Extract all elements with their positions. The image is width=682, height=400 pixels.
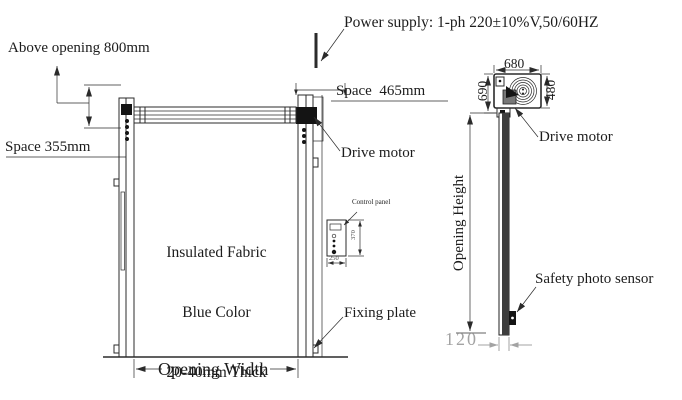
drive-motor-front-shape [296,107,317,124]
space-465-label: Space 465mm [336,83,426,99]
dim-120 [478,337,532,351]
control-panel-height-dim: 370 [350,230,357,240]
drive-motor-front-leader [313,116,341,152]
fixing-plate-label: Fixing plate [344,305,417,321]
power-cable [314,28,345,68]
power-supply-label: Power supply: 1-ph 220±10%V,50/60HZ [344,14,599,31]
drive-motor-side-label: Drive motor [539,129,613,145]
front-view [6,28,448,378]
head-box [493,73,542,118]
opening-height-dimension [456,112,497,334]
dim-480 [541,73,550,109]
head-box-right-dim: 480 [543,79,558,101]
right-guide-track [296,94,324,358]
above-opening-dimension [54,66,121,129]
control-panel-label: Control panel [352,198,391,206]
control-panel-display [329,223,342,231]
head-box-width-dim: 680 [504,56,525,71]
curtain-note-line1: Insulated Fabric [166,244,267,261]
drive-motor-front-label: Drive motor [341,145,415,161]
space-465-dimension [294,83,448,102]
opening-width-label: Opening Width [158,359,269,379]
side-view [456,65,550,351]
roller-tube [133,106,297,124]
space-355-label: Space 355mm [5,139,91,155]
curtain-note: Insulated Fabric Blue Color 20-40mm Thic… [146,203,287,400]
control-panel-width-dim: 250 [329,255,339,262]
safety-photo-sensor-label: Safety photo sensor [535,271,654,287]
left-guide-track [113,97,135,358]
opening-height-label: Opening Height [451,174,467,272]
fixing-plate-leader [313,316,344,349]
drive-motor-side-leader [514,107,539,138]
opening-width-dimension [133,359,299,378]
track-offset-dim: 120 [445,329,478,349]
side-guide-track [498,112,510,336]
control-panel-drawing [326,211,364,267]
above-opening-label: Above opening 800mm [8,40,150,56]
dim-680 [493,65,542,73]
photo-sensor-shape [509,286,537,325]
head-box-left-dim: 690 [475,80,490,102]
curtain-note-line2: Blue Color [182,304,251,321]
curtain-note-line3: 20-40mm Thick [166,364,267,381]
